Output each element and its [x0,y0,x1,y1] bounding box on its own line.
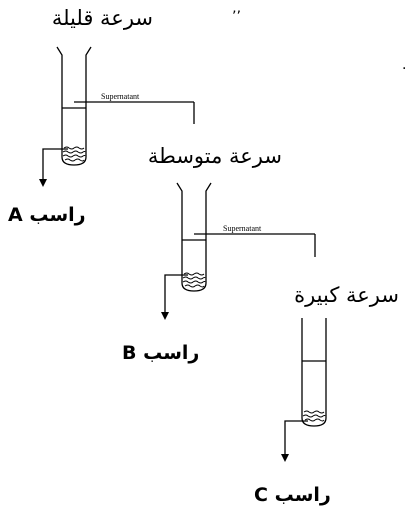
speed-label-medium: سرعة متوسطة [147,144,282,168]
tube-a-outer-wall [56,46,92,166]
test-tube-c [284,318,327,455]
test-tube-a [42,46,195,180]
stray-mark: ’’ [232,9,241,25]
tube-c-pellet-arrow-line [284,420,308,455]
tube-a-pellet-arrowhead [39,179,47,187]
tube-b-outer-wall [176,182,212,292]
speed-label-low: سرعة قليلة [51,6,153,30]
pellet-label-a-letter: A [8,204,23,226]
tube-b-pellet-arrowhead [161,312,169,320]
pellet-label-b-word: راسب [143,342,200,364]
tube-c-pellet-arrowhead [281,454,289,462]
supernatant-label-a: Supernatant [101,92,140,101]
tube-c-sediment [302,410,326,422]
test-tube-b [164,182,316,313]
pellet-label-c-letter: C [254,484,268,506]
pellet-label-c: C راسب [254,486,331,505]
tube-b-sediment [182,272,206,288]
supernatant-label-b: Supernatant [223,224,262,233]
stray-dot: . [402,57,407,73]
pellet-label-b: B راسب [122,344,199,363]
speed-label-high: سرعة كبيرة [294,283,399,307]
tube-a-sediment [62,146,86,162]
tube-b-pellet-arrow-line [164,274,188,313]
pellet-label-c-word: راسب [274,484,331,506]
pellet-label-a: A راسب [8,206,86,225]
tube-c-outer-wall [301,318,327,427]
pellet-label-b-letter: B [122,342,137,364]
tube-a-pellet-arrow-line [42,148,68,180]
pellet-label-a-word: راسب [29,204,86,226]
